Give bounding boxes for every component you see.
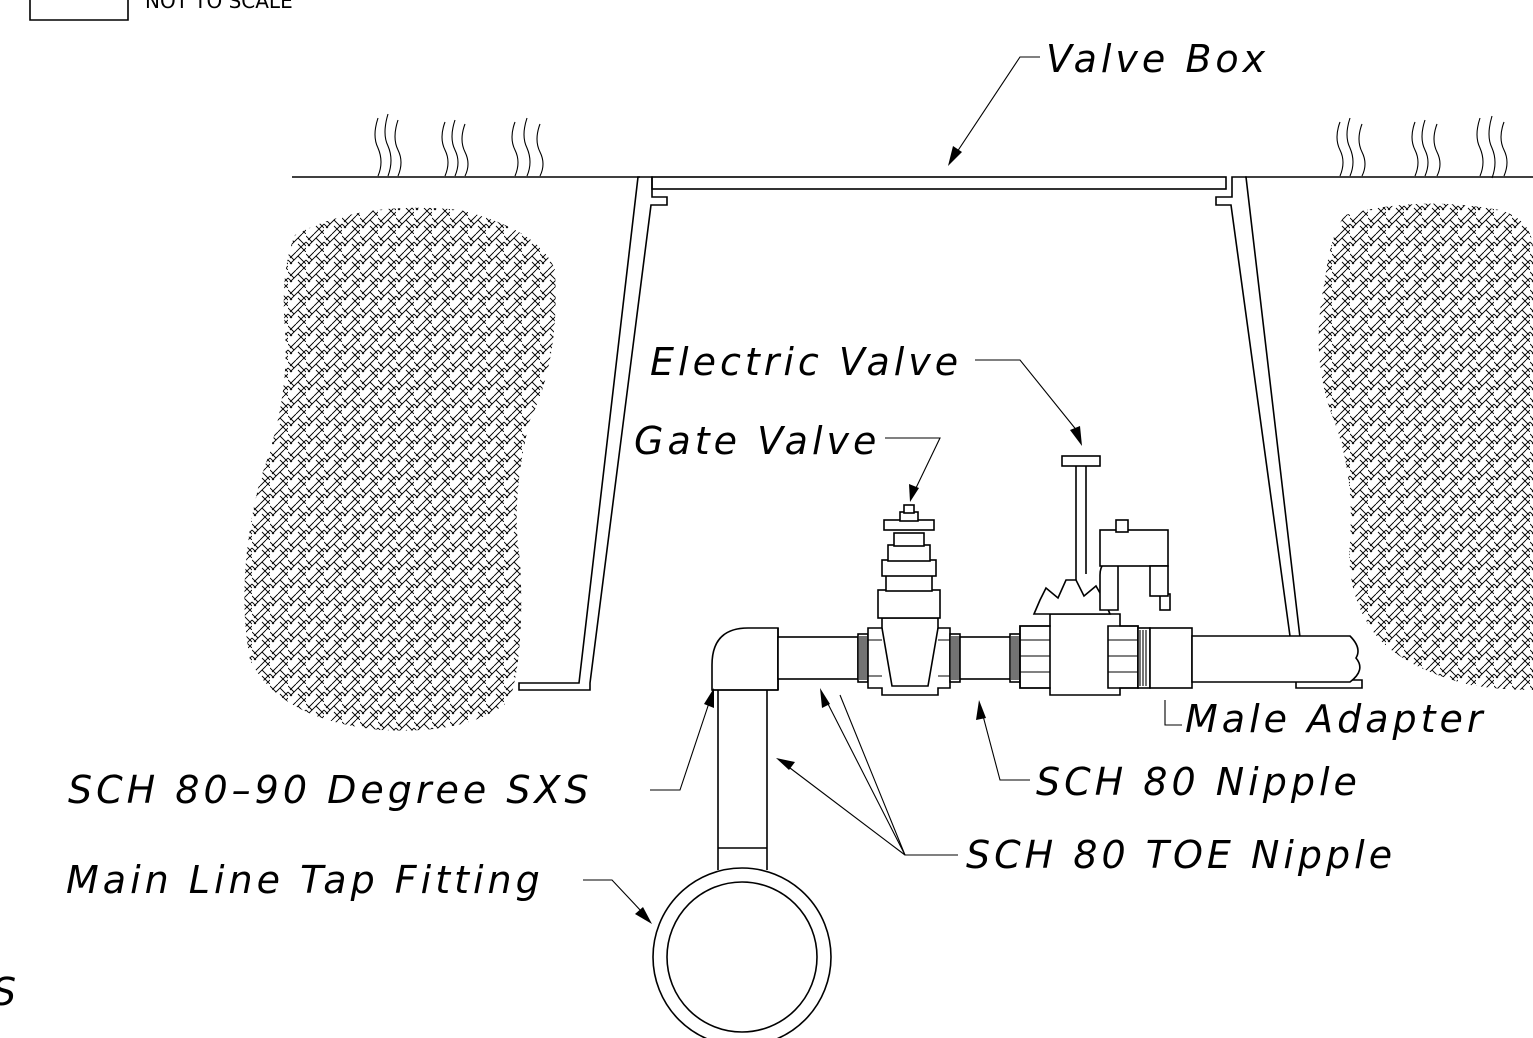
thread-left	[857, 633, 869, 683]
label-main-line-tap: Main Line Tap Fitting	[66, 858, 544, 902]
label-male-adapter: Male Adapter	[1185, 697, 1487, 741]
label-sch80-elbow: SCH 80–90 Degree SXS	[68, 768, 593, 812]
thread-right	[949, 633, 961, 683]
label-valve-box: Valve Box	[1046, 37, 1269, 81]
thread-valve-inlet	[1009, 633, 1021, 683]
grass-tufts-left	[374, 113, 544, 177]
label-sch80-toe-nipple: SCH 80 TOE Nipple	[966, 833, 1396, 877]
scale-note-text: NOT TO SCALE	[145, 0, 293, 13]
callout-labels: Valve Box Electric Valve Gate Valve Male…	[0, 37, 1487, 1014]
valve-box	[518, 176, 1363, 691]
electric-valve	[1019, 455, 1171, 696]
label-gate-valve: Gate Valve	[634, 419, 880, 463]
grass-tufts-right	[1336, 115, 1508, 179]
male-adapter	[1137, 627, 1193, 689]
lateral-pipe	[1191, 635, 1361, 683]
toe-nipple	[777, 636, 859, 680]
edge-fragment-text: S	[0, 970, 16, 1014]
gravel-hatch-left	[244, 207, 556, 731]
gate-valve	[867, 504, 951, 696]
main-line-pipe	[652, 867, 832, 1038]
scale-note: NOT TO SCALE	[29, 0, 293, 21]
gravel-hatch-right	[1318, 203, 1533, 691]
leader-lines	[583, 56, 1182, 924]
elbow-fitting	[711, 627, 779, 691]
label-electric-valve: Electric Valve	[650, 340, 962, 384]
label-sch80-nipple: SCH 80 Nipple	[1036, 760, 1361, 804]
sch80-nipple	[959, 636, 1019, 680]
riser-pipe	[717, 688, 768, 870]
